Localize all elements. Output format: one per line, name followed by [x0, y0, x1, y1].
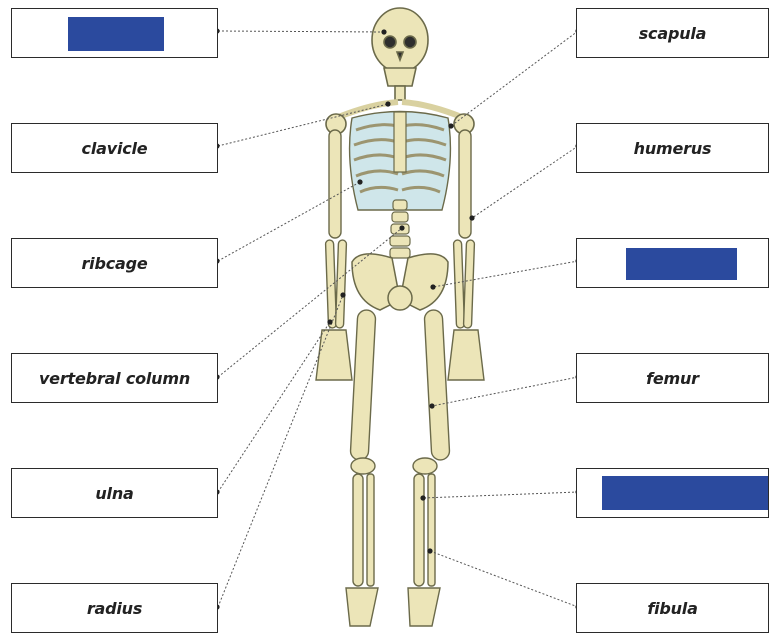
label-text: femur: [646, 369, 699, 388]
hidden-answer-mask: [602, 476, 768, 510]
label-text: clavicle: [82, 139, 148, 158]
label-text: vertebral column: [39, 369, 190, 388]
label-box-tibia[interactable]: [576, 468, 769, 518]
label-box-pelvis[interactable]: [576, 238, 769, 288]
label-text: ribcage: [81, 254, 147, 273]
label-box-vertebral-column[interactable]: vertebral column: [11, 353, 218, 403]
label-box-clavicle[interactable]: clavicle: [11, 123, 218, 173]
label-text: fibula: [647, 599, 697, 618]
label-box-radius[interactable]: radius: [11, 583, 218, 633]
label-box-fibula[interactable]: fibula: [576, 583, 769, 633]
label-text: scapula: [639, 24, 707, 43]
label-box-ribcage[interactable]: ribcage: [11, 238, 218, 288]
hidden-answer-mask: [626, 248, 737, 280]
hidden-answer-mask: [68, 17, 164, 51]
label-text: humerus: [634, 139, 712, 158]
label-box-ulna[interactable]: ulna: [11, 468, 218, 518]
label-box-humerus[interactable]: humerus: [576, 123, 769, 173]
label-text: ulna: [95, 484, 133, 503]
label-box-femur[interactable]: femur: [576, 353, 769, 403]
label-text: radius: [87, 599, 142, 618]
label-box-scapula[interactable]: scapula: [576, 8, 769, 58]
label-box-skull[interactable]: [11, 8, 218, 58]
